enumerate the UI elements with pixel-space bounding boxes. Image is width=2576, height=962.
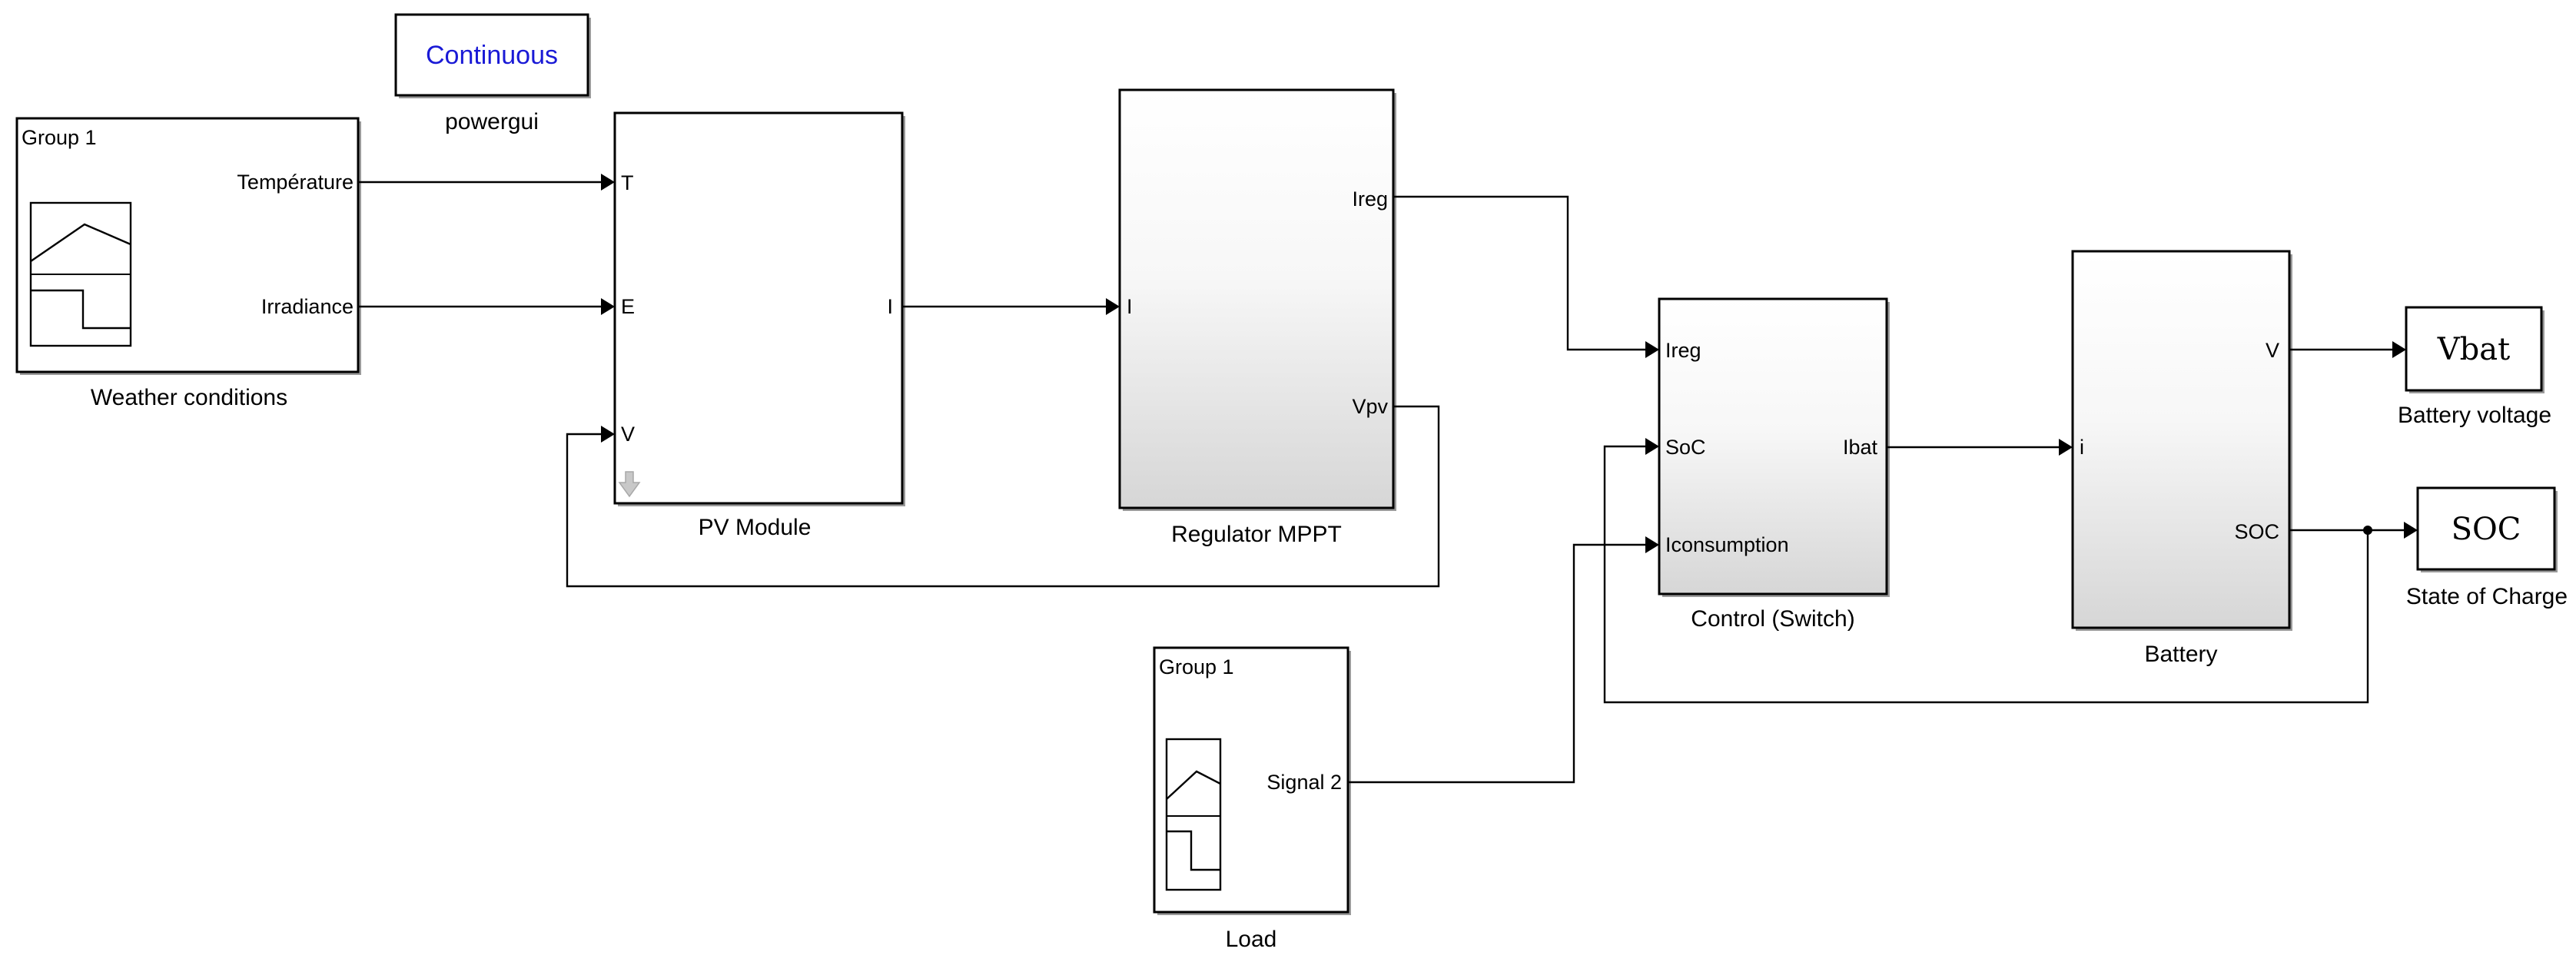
pv-module-block[interactable]: T E V I [613,111,905,506]
arrow-head [601,426,615,443]
pv-input-e: E [621,295,635,318]
weather-conditions-name: Weather conditions [91,385,287,410]
regulator-output-vpv: Vpv [1352,395,1388,418]
regulator-input-i: I [1127,295,1133,318]
signal-builder-icon [1165,738,1222,891]
arrow-head [1645,341,1659,358]
load-group-label: Group 1 [1159,655,1234,678]
arrow-head [2392,341,2406,358]
battery-block[interactable]: i V SOC [2071,250,2292,631]
wire-soc-feedback-to-control [1603,445,2369,704]
regulator-output-ireg: Ireg [1352,187,1388,211]
weather-group-label: Group 1 [22,126,97,149]
wire-ireg-to-control [1393,195,1645,351]
battery-voltage-display[interactable]: Vbat [2405,306,2544,393]
powergui-block[interactable]: Continuous [394,13,591,98]
wire-vpv-feedback-to-v [566,405,1440,588]
battery-output-soc: SOC [2234,520,2279,543]
signal-builder-icon [29,201,132,347]
pv-output-i: I [887,295,893,318]
arrow-head [1645,536,1659,553]
pv-module-name: PV Module [699,515,812,540]
battery-name: Battery [2144,642,2217,667]
weather-output-irradiance: Irradiance [261,295,354,318]
powergui-mode-label: Continuous [426,41,558,70]
regulator-mppt-name: Regulator MPPT [1171,522,1342,547]
battery-output-v: V [2266,339,2279,362]
weather-conditions-block[interactable]: Group 1 Température Irradiance [15,117,361,375]
arrow-head [1645,438,1659,455]
arrow-head [1106,298,1120,315]
connection-lines [358,174,2418,784]
state-of-charge-name: State of Charge [2406,584,2568,609]
pv-input-v: V [621,423,635,446]
arrow-head [2059,439,2073,456]
load-block[interactable]: Group 1 Signal 2 [1153,646,1351,915]
wire-signal2-to-iconsumption [1348,543,1645,784]
weather-output-temperature: Température [237,171,354,194]
pv-input-t: T [621,171,634,194]
arrow-head [2404,522,2418,539]
arrow-head [601,174,615,191]
down-arrow-icon [618,471,641,498]
load-name: Load [1226,927,1277,952]
control-output-ibat: Ibat [1843,436,1878,459]
control-input-soc: SoC [1665,436,1706,459]
state-of-charge-display-value: SOC [2452,512,2521,547]
battery-input-i: i [2080,436,2084,459]
control-switch-name: Control (Switch) [1691,606,1854,632]
powergui-name: powergui [445,109,539,134]
battery-voltage-display-value: Vbat [2437,332,2510,367]
load-output-signal2: Signal 2 [1266,771,1342,794]
regulator-mppt-block[interactable]: I Ireg Vpv [1118,88,1396,511]
battery-voltage-name: Battery voltage [2398,403,2551,428]
control-switch-block[interactable]: Ireg SoC Iconsumption Ibat [1658,297,1890,597]
state-of-charge-display[interactable]: SOC [2416,486,2558,572]
arrow-head [601,298,615,315]
control-input-ireg: Ireg [1665,339,1701,362]
control-input-iconsumption: Iconsumption [1665,533,1789,556]
